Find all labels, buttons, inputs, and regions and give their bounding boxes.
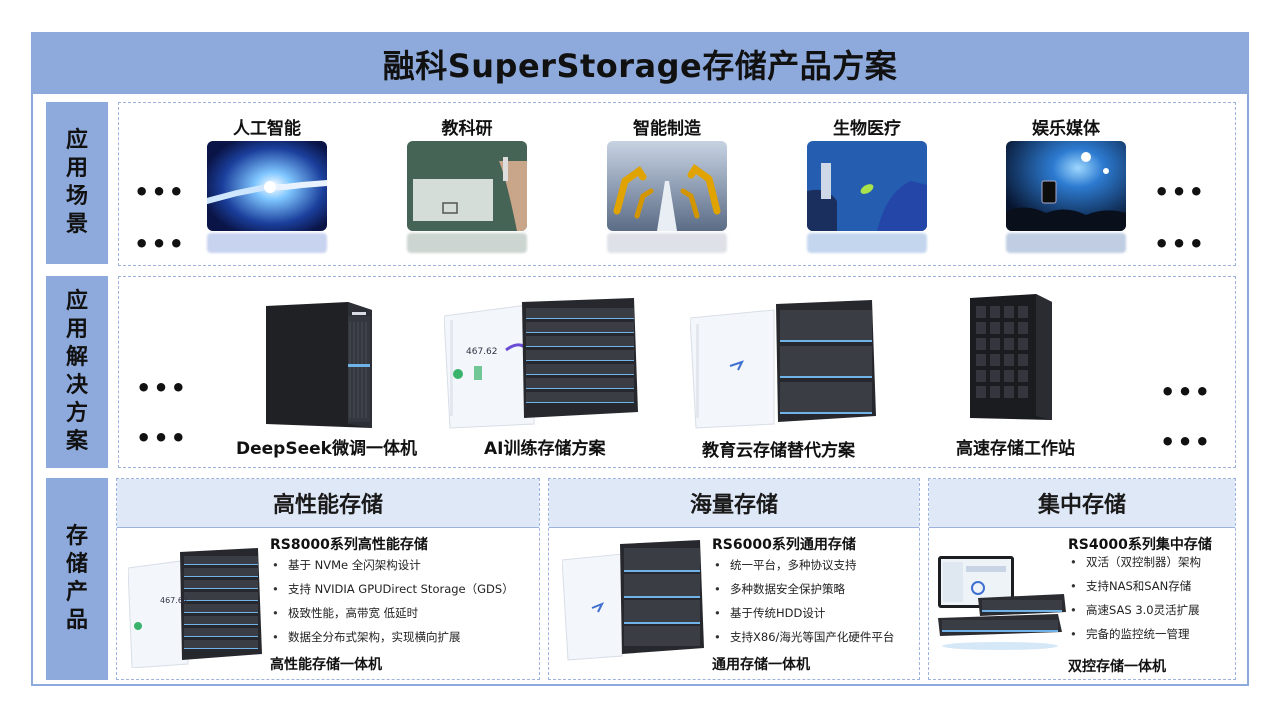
- row-label-char: 用: [65, 156, 88, 181]
- row-label-scenes: 应 用 场 景: [46, 102, 108, 264]
- reflection: [807, 233, 927, 253]
- solution-label: AI训练存储方案: [484, 439, 606, 459]
- product-footer: 通用存储一体机: [712, 657, 810, 673]
- row-label-solutions: 应 用 解 决 方 案: [46, 276, 108, 468]
- rs6000-storage-image: [561, 538, 706, 666]
- scene-label: 人工智能: [233, 119, 301, 139]
- more-left-bottom: •••: [134, 230, 187, 258]
- lab-microscope-image: [807, 141, 927, 231]
- product-features: 统一平台，多种协议支持 多种数据安全保护策略 基于传统HDD设计 支持X86/海…: [714, 553, 894, 649]
- deepseek-tower-server-image: [266, 302, 378, 432]
- row-label-char: 储: [65, 552, 88, 577]
- scenes-panel: [118, 102, 1236, 266]
- concert-stage-image: [1006, 141, 1126, 231]
- product-category-header: 集中存储: [929, 479, 1235, 528]
- screen-value: 467.62: [160, 596, 188, 605]
- feature-item: 数据全分布式架构，实现横向扩展: [272, 625, 514, 649]
- feature-item: 高速SAS 3.0灵活扩展: [1070, 598, 1201, 622]
- feature-item: 支持X86/海光等国产化硬件平台: [714, 625, 894, 649]
- product-footer: 高性能存储一体机: [270, 657, 382, 673]
- product-category-header: 海量存储: [549, 479, 919, 528]
- feature-item: 基于传统HDD设计: [714, 601, 894, 625]
- more-right-top: •••: [1160, 378, 1213, 406]
- more-right-bottom: •••: [1160, 428, 1213, 456]
- feature-item: 基于 NVMe 全闪架构设计: [272, 553, 514, 577]
- row-label-char: 品: [65, 608, 88, 633]
- more-left-top: •••: [134, 178, 187, 206]
- product-category: 海量存储: [689, 493, 778, 518]
- reflection: [407, 233, 527, 253]
- ai-training-storage-image: [443, 294, 640, 434]
- more-left-top: •••: [136, 374, 189, 402]
- row-label-char: 方: [65, 401, 88, 426]
- classroom-board-image: [407, 141, 527, 231]
- solution-label: 高速存储工作站: [956, 439, 1075, 459]
- more-left-bottom: •••: [136, 424, 189, 452]
- row-label-char: 案: [65, 429, 88, 454]
- row-label-char: 产: [65, 580, 88, 605]
- row-label-char: 应: [65, 128, 88, 153]
- row-label-products: 存 储 产 品: [46, 478, 108, 680]
- title-bar: 融科SuperStorage存储产品方案: [33, 34, 1247, 94]
- edu-cloud-storage-image: [689, 296, 880, 436]
- solutions-panel: [118, 276, 1236, 468]
- scene-label: 娱乐媒体: [1032, 119, 1100, 139]
- product-category: 集中存储: [1037, 493, 1126, 518]
- row-label-char: 决: [65, 373, 88, 398]
- row-label-char: 场: [65, 184, 88, 209]
- reflection: [607, 233, 727, 253]
- row-label-char: 应: [65, 289, 88, 314]
- product-series: RS6000系列通用存储: [712, 537, 856, 553]
- feature-item: 多种数据安全保护策略: [714, 577, 894, 601]
- workstation-image: [966, 294, 1056, 428]
- robot-arm-factory-image: [607, 141, 727, 231]
- reflection: [207, 233, 327, 253]
- feature-item: 完备的监控统一管理: [1070, 622, 1201, 646]
- row-label-char: 景: [65, 212, 88, 237]
- feature-item: 双活（双控制器）架构: [1070, 550, 1201, 574]
- product-category-header: 高性能存储: [117, 479, 539, 528]
- product-features: 基于 NVMe 全闪架构设计 支持 NVIDIA GPUDirect Stora…: [272, 553, 514, 649]
- row-label-char: 用: [65, 317, 88, 342]
- reflection: [1006, 233, 1126, 253]
- feature-item: 支持NAS和SAN存储: [1070, 574, 1201, 598]
- more-right-bottom: •••: [1154, 230, 1207, 258]
- feature-item: 极致性能，高带宽 低延时: [272, 601, 514, 625]
- rs4000-storage-image: [938, 554, 1066, 658]
- more-right-top: •••: [1154, 178, 1207, 206]
- solution-label: 教育云存储替代方案: [702, 441, 855, 461]
- scene-label: 智能制造: [633, 119, 701, 139]
- screen-value: 467.62: [466, 347, 498, 357]
- product-series: RS8000系列高性能存储: [270, 537, 428, 553]
- scene-label: 生物医疗: [833, 119, 901, 139]
- feature-item: 统一平台，多种协议支持: [714, 553, 894, 577]
- rs8000-storage-image: [127, 546, 264, 672]
- product-footer: 双控存储一体机: [1068, 659, 1166, 675]
- page-title: 融科SuperStorage存储产品方案: [382, 47, 898, 85]
- ai-hand-image: [207, 141, 327, 231]
- product-series: RS4000系列集中存储: [1068, 537, 1212, 553]
- solution-label: DeepSeek微调一体机: [236, 439, 417, 459]
- row-label-char: 解: [65, 345, 88, 370]
- product-features: 双活（双控制器）架构 支持NAS和SAN存储 高速SAS 3.0灵活扩展 完备的…: [1070, 550, 1201, 646]
- scene-label: 教科研: [441, 119, 493, 139]
- row-label-char: 存: [65, 524, 88, 549]
- feature-item: 支持 NVIDIA GPUDirect Storage（GDS）: [272, 577, 514, 601]
- product-category: 高性能存储: [272, 493, 383, 518]
